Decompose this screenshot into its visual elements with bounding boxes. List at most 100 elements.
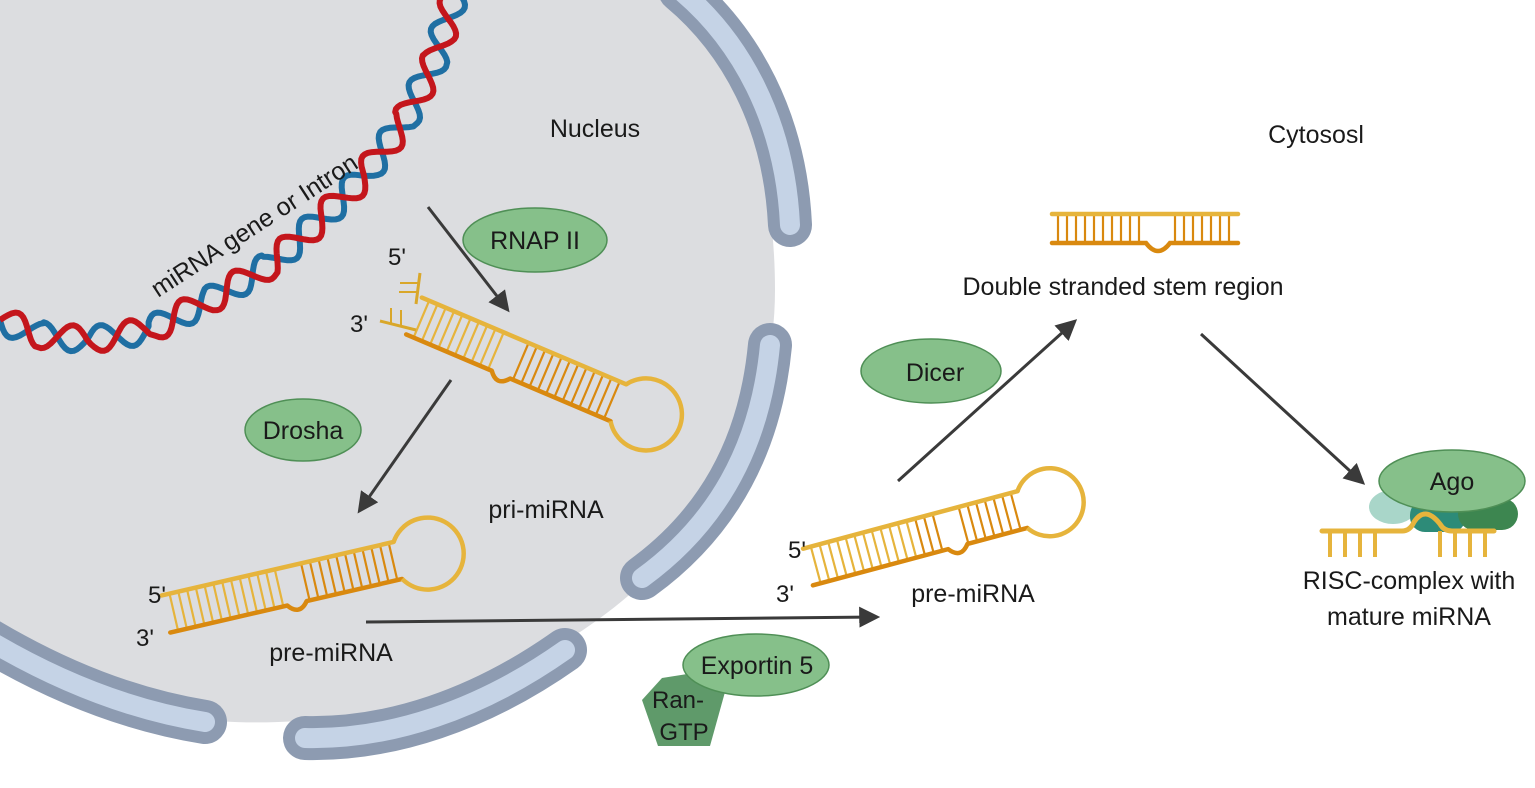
strand-guide bbox=[1049, 240, 1241, 254]
base-pair bbox=[536, 353, 555, 391]
pri-mirna-hairpin bbox=[403, 295, 685, 453]
arrows bbox=[357, 206, 1366, 628]
base-pair bbox=[299, 563, 311, 601]
arrow-dicer-processing bbox=[896, 319, 1078, 483]
arrow-transcription bbox=[426, 206, 510, 313]
drosha-shape bbox=[244, 398, 362, 462]
base-pair bbox=[586, 374, 605, 412]
terminal-loop bbox=[608, 376, 685, 453]
pri-5prime-tail bbox=[414, 272, 422, 305]
base-pair bbox=[445, 314, 464, 353]
strand-5prime bbox=[159, 539, 396, 598]
base-pair bbox=[853, 534, 866, 572]
base-pair bbox=[221, 581, 232, 619]
risc-label-line1: RISC-complex with bbox=[1303, 567, 1516, 595]
base-pair bbox=[317, 559, 329, 597]
base-pair bbox=[896, 522, 909, 561]
ran-gtp-label-line1: Ran- bbox=[652, 687, 704, 714]
base-pair bbox=[561, 363, 580, 402]
ago-label: Ago bbox=[1430, 468, 1474, 496]
nuclear-envelope bbox=[0, 0, 812, 761]
base-pair bbox=[914, 518, 927, 556]
base-pair bbox=[553, 360, 572, 398]
nucleus bbox=[0, 0, 775, 723]
mature-mirna-backbone bbox=[1319, 511, 1497, 534]
base-pair bbox=[827, 541, 840, 579]
base-pair bbox=[809, 546, 822, 584]
base-pair bbox=[273, 569, 285, 607]
base-pair bbox=[992, 497, 1005, 535]
strand-3prime bbox=[810, 525, 1030, 588]
base-pair bbox=[420, 303, 439, 342]
pre-mirna-cytosol-label: pre-miRNA bbox=[911, 580, 1035, 608]
base-pair bbox=[1009, 492, 1022, 530]
base-pair bbox=[957, 506, 970, 544]
base-pair bbox=[378, 544, 390, 583]
dicer-label: Dicer bbox=[906, 359, 964, 387]
base-pair bbox=[453, 317, 472, 356]
envelope-segment-right bbox=[620, 323, 792, 600]
ran-gtp-shape bbox=[642, 672, 725, 746]
ran-gtp: Ran- GTP bbox=[642, 672, 725, 746]
double-stranded-stem bbox=[1049, 211, 1241, 254]
base-pair bbox=[308, 561, 320, 599]
base-pair bbox=[185, 589, 197, 627]
exportin-5-shape bbox=[682, 633, 830, 697]
base-pair bbox=[412, 300, 431, 338]
base-pair bbox=[870, 529, 883, 568]
arrow-drosha-processing bbox=[357, 379, 453, 514]
base-pair bbox=[326, 556, 337, 595]
nucleoplasm bbox=[0, 0, 775, 723]
base-pair bbox=[545, 356, 563, 395]
arrow-export bbox=[365, 606, 881, 628]
duplex-label: Double stranded stem region bbox=[962, 273, 1283, 301]
envelope-segment-bottom-left bbox=[0, 621, 227, 744]
pre-cytosol-5prime-label: 5' bbox=[788, 537, 806, 564]
base-pair bbox=[343, 552, 355, 591]
base-pair bbox=[974, 502, 987, 540]
pre-mirna-hairpin-nucleus bbox=[159, 515, 466, 635]
mature-mirna-strand bbox=[1319, 511, 1497, 557]
pri-mirna-label: pri-miRNA bbox=[488, 496, 604, 524]
base-pair bbox=[335, 554, 346, 593]
base-pair bbox=[520, 346, 538, 384]
ago-protein bbox=[1378, 449, 1526, 513]
base-pair bbox=[879, 527, 892, 565]
strand-3prime bbox=[403, 332, 613, 424]
base-pair bbox=[983, 499, 996, 537]
base-pair bbox=[387, 542, 399, 581]
base-pair bbox=[352, 550, 364, 589]
base-pair bbox=[844, 536, 857, 575]
dna-helix bbox=[0, 0, 468, 355]
envelope-segment-bottom-right bbox=[283, 628, 587, 761]
base-pair bbox=[966, 504, 979, 542]
pri-mirna-overhang-rungs bbox=[390, 282, 418, 326]
risc-complex: Ago bbox=[1319, 449, 1526, 557]
base-pair bbox=[818, 543, 831, 582]
rnap-ii: RNAP II bbox=[462, 207, 608, 273]
base-pair bbox=[594, 377, 613, 416]
base-pair bbox=[238, 577, 250, 615]
terminal-loop bbox=[1015, 466, 1086, 539]
exportin-5-label: Exportin 5 bbox=[701, 652, 814, 680]
nucleus-label: Nucleus bbox=[550, 115, 640, 143]
exportin-5: Exportin 5 bbox=[682, 633, 830, 697]
base-pair bbox=[487, 331, 505, 370]
base-pair bbox=[256, 573, 267, 611]
base-pair bbox=[922, 516, 935, 554]
cytosol-label: Cytososl bbox=[1268, 121, 1364, 149]
pri-3prime-label: 3' bbox=[350, 311, 368, 338]
base-pair bbox=[905, 520, 918, 558]
base-pair bbox=[603, 381, 621, 419]
pre-nucleus-3prime-label: 3' bbox=[136, 625, 154, 652]
base-pair bbox=[203, 585, 215, 623]
strand-5prime bbox=[800, 488, 1020, 551]
base-pair bbox=[470, 324, 489, 363]
pri-3prime-tail bbox=[379, 319, 417, 332]
base-pair bbox=[264, 571, 276, 609]
base-pair bbox=[247, 575, 259, 613]
pre-mirna-nucleus-label: pre-miRNA bbox=[269, 639, 393, 667]
base-pair bbox=[835, 539, 848, 577]
base-pair bbox=[168, 593, 180, 631]
dicer-shape bbox=[860, 338, 1002, 404]
